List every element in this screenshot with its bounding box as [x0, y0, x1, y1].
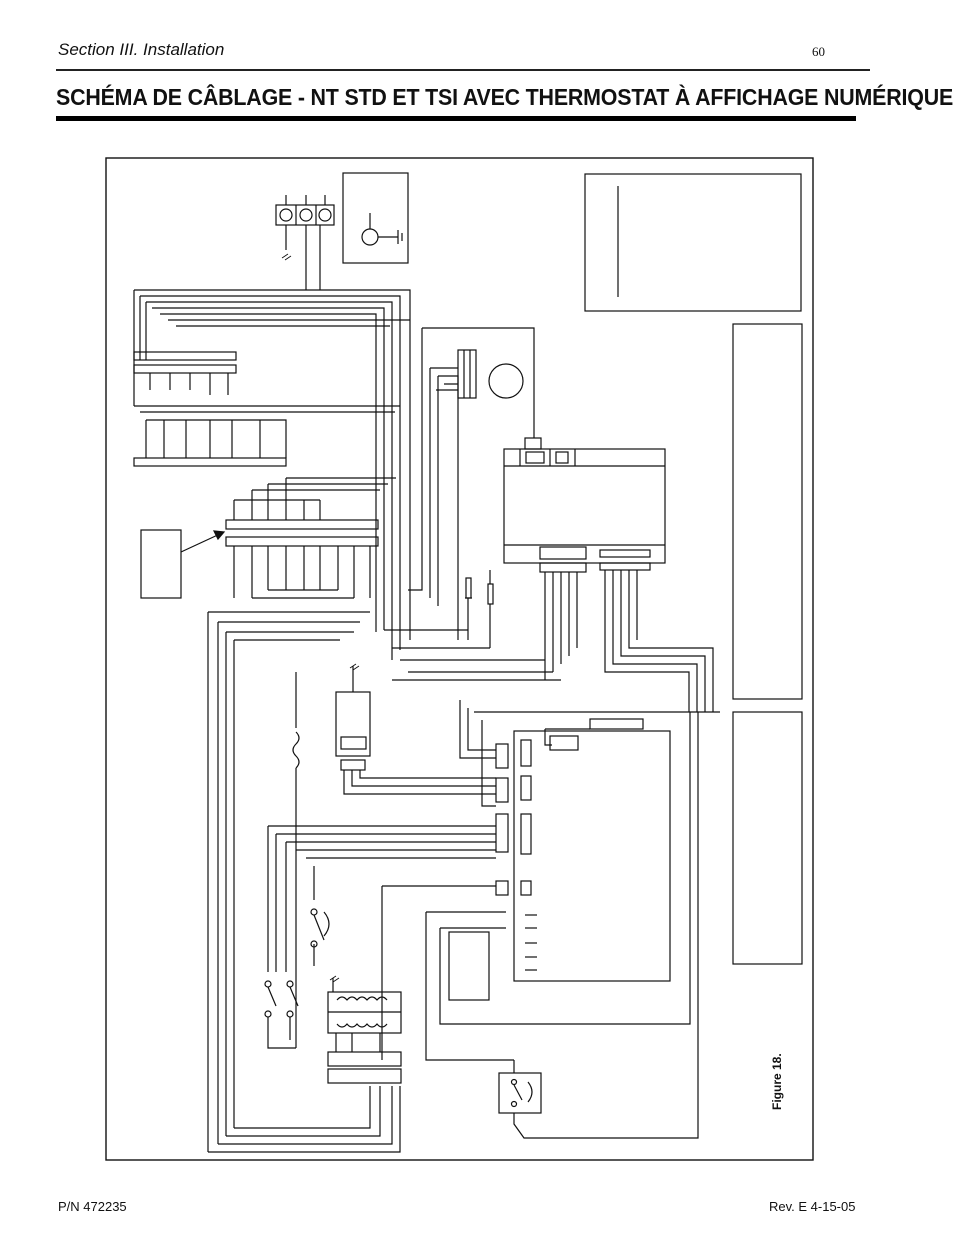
harness-wires [133, 289, 411, 660]
page-title: SCHÉMA DE CÂBLAGE - NT STD ET TSI AVEC T… [56, 84, 954, 110]
notes-panel-1 [732, 323, 803, 700]
label-box [140, 529, 182, 599]
limit-switches [264, 980, 299, 1049]
part-number: P/N 472235 [58, 1199, 127, 1214]
gas-valve [335, 666, 496, 795]
control-module [503, 437, 714, 712]
pressure-switch [310, 908, 330, 966]
blower-motor [408, 327, 535, 640]
main-board [448, 700, 720, 1001]
section-header: Section III. Installation [58, 40, 225, 59]
transformer [327, 978, 402, 1084]
revision: Rev. E 4-15-05 [769, 1199, 856, 1214]
connector-strip [207, 477, 401, 1153]
terminal-block [275, 195, 335, 290]
figure-label: Figure 18. [770, 1053, 784, 1110]
rollout-switch [498, 712, 699, 1139]
notes-panel-2 [732, 711, 803, 965]
title-rule [56, 116, 856, 121]
page-number: 60 [812, 44, 825, 59]
ground-box [342, 172, 409, 264]
header-rule [56, 69, 870, 71]
legend-box [584, 173, 802, 312]
diagram-frame [105, 157, 814, 1161]
